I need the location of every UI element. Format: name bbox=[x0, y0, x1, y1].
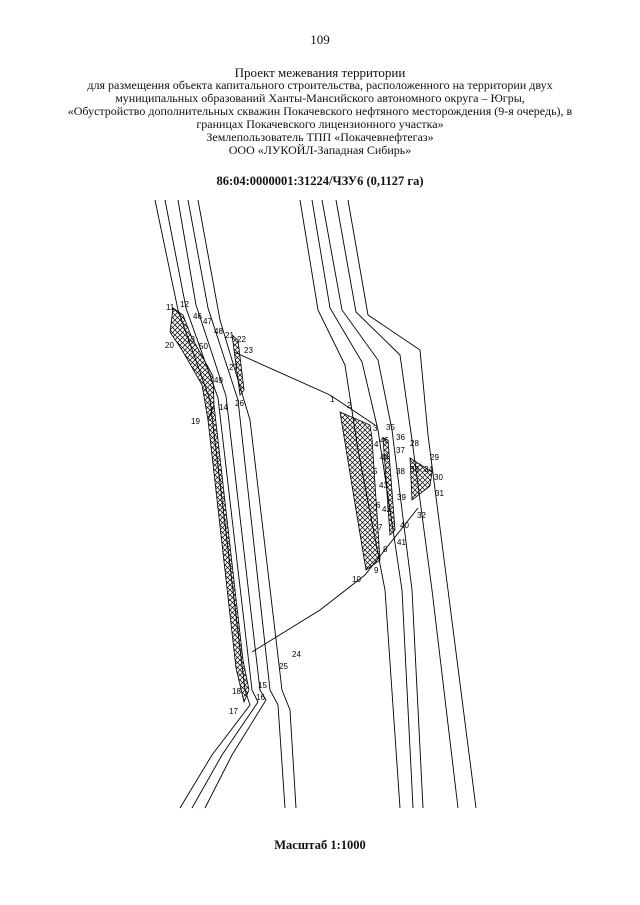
point-label-43: 43 bbox=[379, 481, 388, 490]
point-label-10: 10 bbox=[352, 575, 361, 584]
point-label-6: 6 bbox=[376, 501, 381, 510]
point-label-45: 45 bbox=[380, 436, 389, 445]
point-label-29: 29 bbox=[430, 453, 439, 462]
point-label-18: 18 bbox=[232, 687, 241, 696]
parcel-hatched-areas bbox=[169, 307, 433, 704]
point-label-7: 7 bbox=[378, 523, 383, 532]
point-label-14: 14 bbox=[219, 403, 228, 412]
point-label-25: 25 bbox=[279, 662, 288, 671]
point-label-40: 40 bbox=[400, 521, 409, 530]
document-header: Проект межевания территории для размещен… bbox=[40, 66, 600, 157]
point-label-46: 46 bbox=[193, 312, 202, 321]
point-label-50: 50 bbox=[199, 342, 208, 351]
company-line: ООО «ЛУКОЙЛ-Западная Сибирь» bbox=[228, 143, 412, 157]
point-label-41: 41 bbox=[397, 538, 406, 547]
point-label-8: 8 bbox=[383, 545, 388, 554]
point-label-28: 28 bbox=[410, 439, 419, 448]
point-label-19: 19 bbox=[191, 417, 200, 426]
header-line: для размещения объекта капитального стро… bbox=[87, 78, 553, 92]
map-scale: Масштаб 1:1000 bbox=[274, 838, 366, 852]
parcel-area-left-branch bbox=[231, 334, 245, 396]
parcel-area-right-strip bbox=[382, 437, 396, 536]
point-label-20: 20 bbox=[165, 341, 174, 350]
header-line: муниципальных образований Ханты-Мансийск… bbox=[115, 91, 525, 105]
point-label-24: 24 bbox=[292, 650, 301, 659]
parcel-cadastral-number: 86:04:0000001:31224/ЧЗУ6 (0,1127 га) bbox=[216, 174, 424, 188]
point-label-37: 37 bbox=[396, 446, 405, 455]
point-label-3: 3 bbox=[373, 424, 378, 433]
point-label-38: 38 bbox=[396, 467, 405, 476]
point-label-13: 13 bbox=[186, 335, 195, 344]
point-label-35: 35 bbox=[386, 423, 395, 432]
left-corridor-lines bbox=[154, 199, 297, 809]
parcel-area-right-triangle bbox=[409, 457, 433, 501]
point-label-44: 44 bbox=[380, 453, 389, 462]
header-line: границах Покачевского лицензионного учас… bbox=[196, 117, 444, 131]
point-label-49: 49 bbox=[214, 376, 223, 385]
point-label-12: 12 bbox=[180, 300, 189, 309]
parcel-area-right-main bbox=[339, 411, 381, 571]
point-label-1: 1 bbox=[330, 395, 335, 404]
point-label-26: 26 bbox=[235, 399, 244, 408]
point-label-39: 39 bbox=[397, 493, 406, 502]
point-label-22: 22 bbox=[237, 335, 246, 344]
point-label-47: 47 bbox=[203, 317, 212, 326]
land-user-line: Землепользователь ТПП «Покачевнефтегаз» bbox=[206, 130, 434, 144]
header-line: «Обустройство дополнительных скважин Пок… bbox=[67, 104, 573, 118]
point-label-11: 11 bbox=[166, 303, 175, 312]
connection-lines bbox=[233, 351, 419, 653]
point-label-42: 42 bbox=[382, 505, 391, 514]
point-label-30: 30 bbox=[434, 473, 443, 482]
point-label-15: 15 bbox=[258, 681, 267, 690]
point-label-36: 36 bbox=[396, 433, 405, 442]
point-label-2: 2 bbox=[347, 401, 352, 410]
point-label-17: 17 bbox=[229, 707, 238, 716]
point-label-21: 21 bbox=[225, 331, 234, 340]
point-label-31: 31 bbox=[435, 489, 444, 498]
point-label-9: 9 bbox=[374, 566, 379, 575]
point-label-27: 27 bbox=[229, 363, 238, 372]
document-title: Проект межевания территории bbox=[234, 65, 406, 80]
page-number: 109 bbox=[310, 32, 330, 47]
point-label-33: 33 bbox=[410, 465, 419, 474]
right-corridor-lines bbox=[299, 199, 477, 809]
point-label-4: 4 bbox=[374, 440, 379, 449]
point-label-5: 5 bbox=[373, 467, 378, 476]
point-label-34: 34 bbox=[424, 465, 433, 474]
point-label-48: 48 bbox=[214, 327, 223, 336]
point-label-16: 16 bbox=[256, 693, 265, 702]
point-label-32: 32 bbox=[417, 511, 426, 520]
point-label-23: 23 bbox=[244, 346, 253, 355]
parcel-area-left-band bbox=[207, 404, 250, 704]
